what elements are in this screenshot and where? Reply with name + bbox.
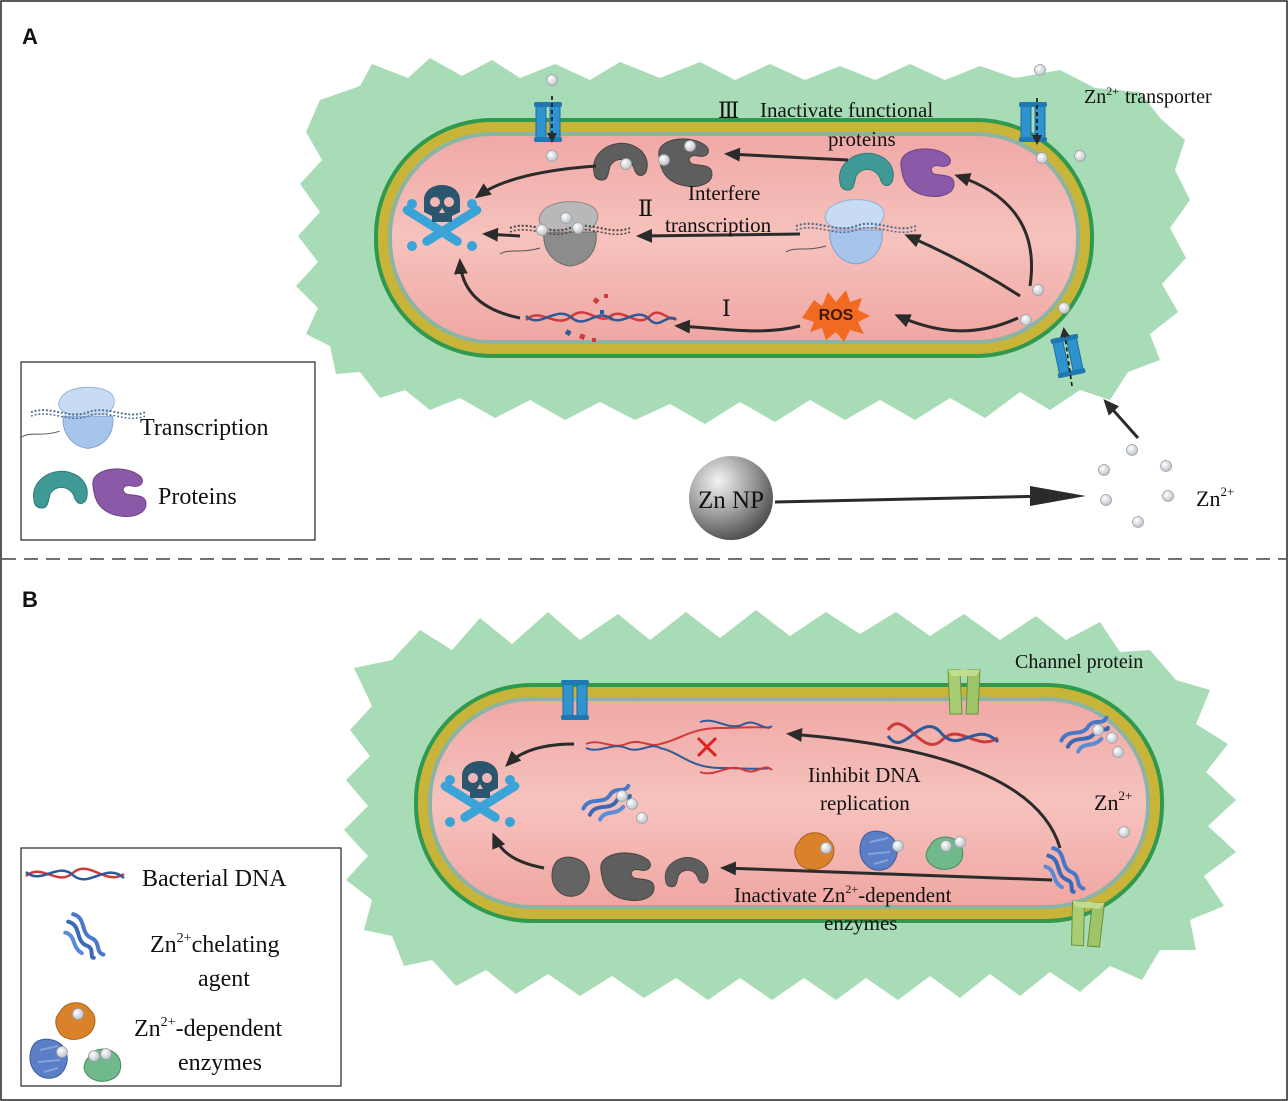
- zn-ion-label: Zn2+: [1196, 484, 1234, 511]
- dna-helix-icon: [25, 867, 125, 881]
- route-2-label-line2: transcription: [665, 213, 772, 237]
- replication-label-line2: replication: [820, 791, 910, 815]
- channel-protein-label: Channel protein: [1015, 651, 1143, 673]
- panel-b-cytoplasm: [432, 701, 1146, 905]
- panel-a-cytoplasm: [392, 136, 1076, 340]
- block-x-icon: [696, 736, 718, 758]
- enzymes-label-line1: Inactivate Zn2+-dependent: [734, 882, 952, 907]
- route-2-label-line1: Interfere: [688, 181, 760, 205]
- enzyme-icon: [859, 830, 899, 872]
- pathway-arrows: [453, 147, 1140, 439]
- route-3-numeral: Ⅲ: [718, 98, 739, 123]
- panel-b-letter: B: [22, 587, 38, 612]
- enzyme-icon: [29, 1038, 69, 1080]
- route-3-label-line2: proteins: [828, 127, 896, 151]
- legend-dna-label: Bacterial DNA: [142, 866, 287, 892]
- route-3-label-line1: Inactivate functional: [760, 98, 933, 122]
- dna-helix-icon: [886, 722, 1000, 746]
- pathway-arrows: [492, 727, 1062, 882]
- route-2-numeral: Ⅱ: [638, 196, 653, 221]
- legend-a: [20, 361, 316, 541]
- legend-b: [20, 847, 342, 1087]
- legend-proteins-label: Proteins: [158, 484, 237, 510]
- enzyme-icon: [551, 856, 590, 897]
- ros-label: ROS: [819, 307, 854, 324]
- legend-enzymes-line2: enzymes: [178, 1050, 262, 1076]
- legend-enzymes-line1: Zn2+-dependent: [134, 1015, 283, 1042]
- zn-np-label: Zn NP: [698, 487, 764, 514]
- replication-label-line1: Iinhibit DNA: [808, 763, 921, 787]
- zn-nanoparticle-icon: [689, 456, 773, 540]
- dna-helix-icon: [525, 294, 677, 342]
- ros-burst-icon: [802, 290, 870, 342]
- panel-a-letter: A: [22, 24, 38, 49]
- panel-b: B: [20, 587, 1236, 1087]
- dna-helix-icon: [585, 719, 773, 775]
- release-arrow: [774, 494, 1051, 504]
- legend-chelator-line2: agent: [198, 966, 250, 992]
- panel-b-zn-ion-label: Zn2+: [1094, 788, 1132, 815]
- transporter-label: Zn2+transporter: [1084, 84, 1212, 108]
- legend-transcription-label: Transcription: [140, 415, 268, 441]
- legend-chelator-line1: Zn2+chelating: [150, 931, 280, 958]
- panel-a: A: [20, 24, 1234, 541]
- route-1-numeral: Ⅰ: [722, 296, 731, 321]
- enzymes-label-line2: enzymes: [824, 911, 897, 935]
